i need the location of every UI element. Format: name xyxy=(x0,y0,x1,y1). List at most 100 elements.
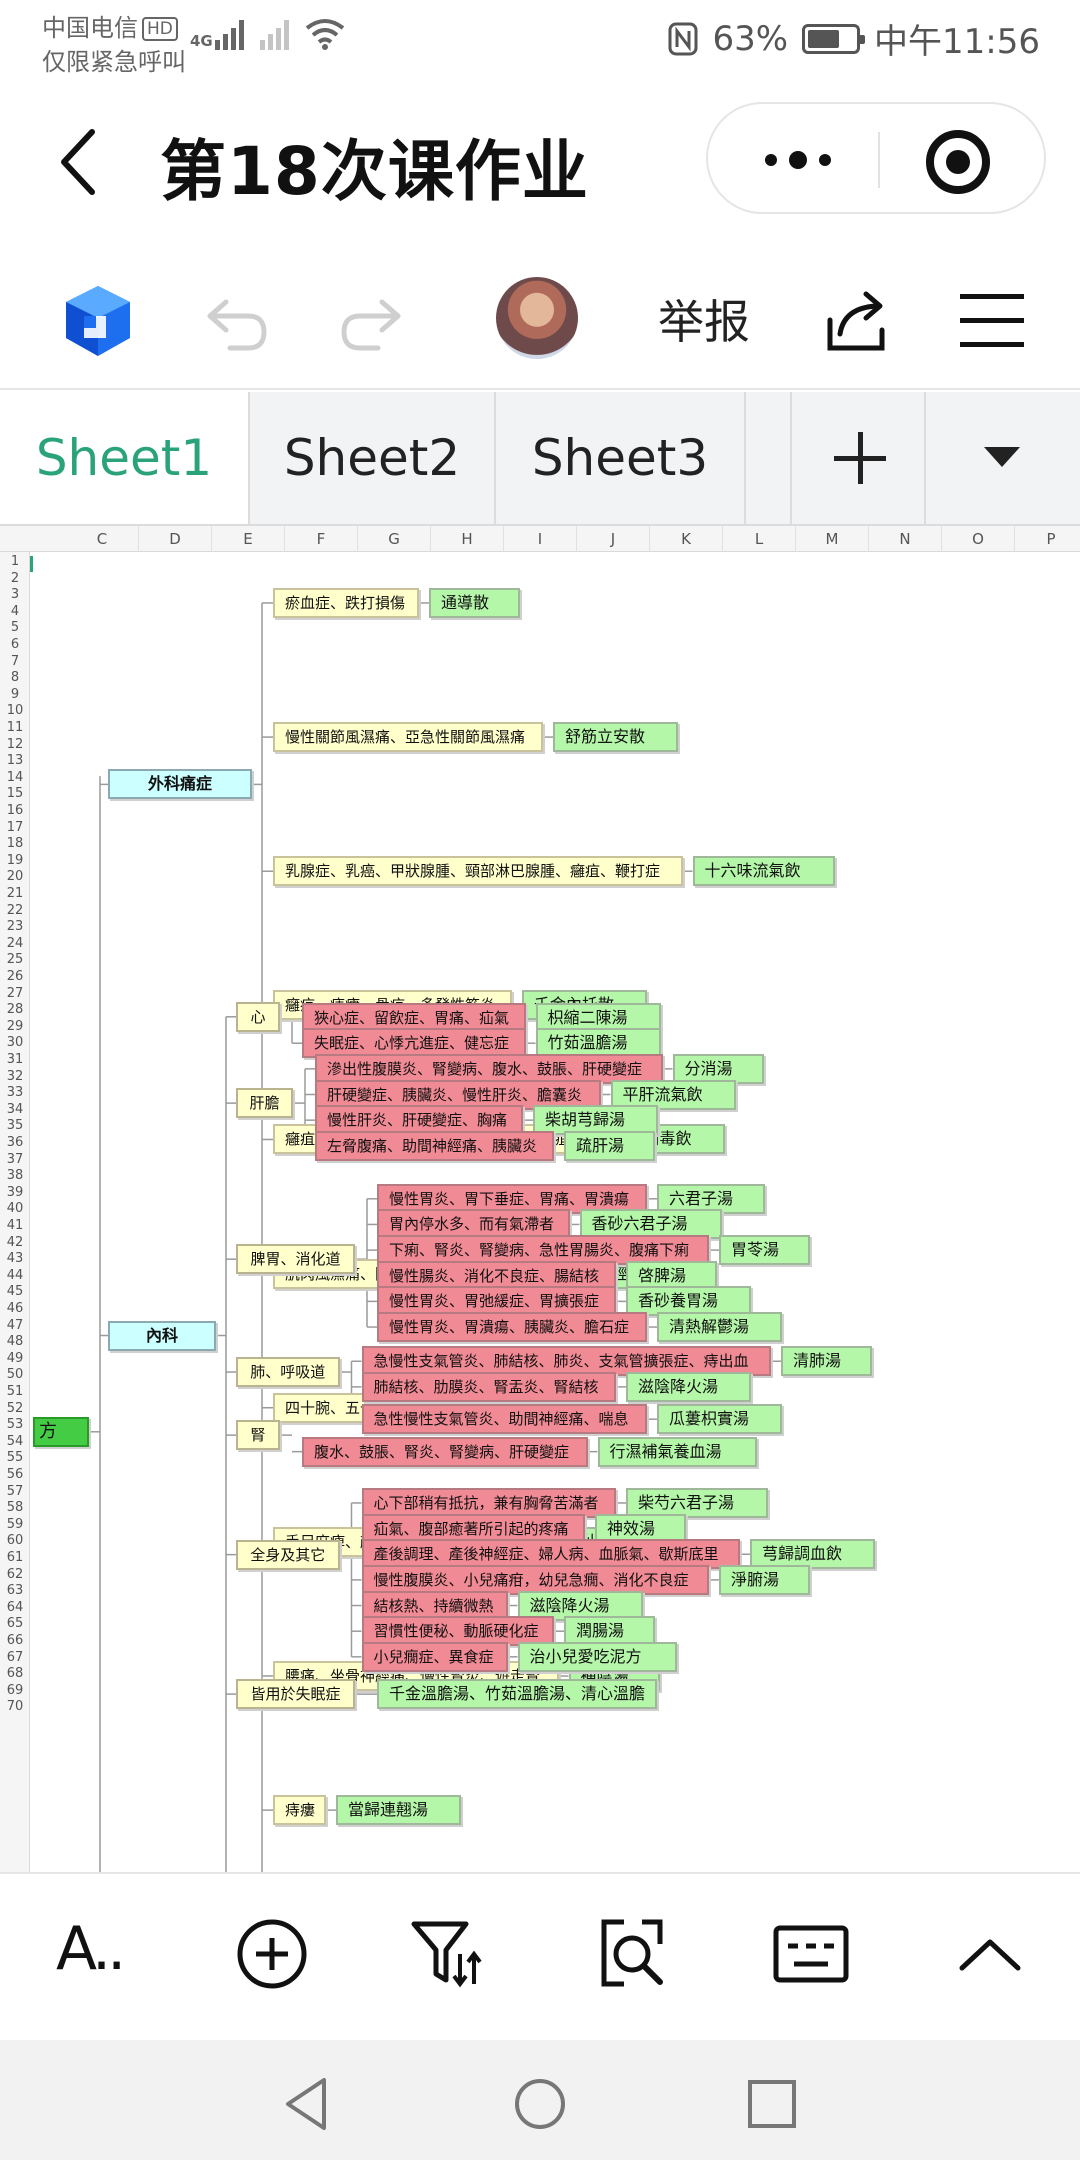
row-header-cell[interactable]: 32 xyxy=(6,1068,24,1084)
nav-home-button[interactable] xyxy=(510,2074,570,2134)
row-header-cell[interactable]: 2 xyxy=(10,570,20,586)
formula-node[interactable]: 千金溫膽湯、竹茹溫膽湯、清心溫膽 xyxy=(377,1679,657,1710)
row-header-cell[interactable]: 60 xyxy=(6,1533,24,1549)
row-header-cell[interactable]: 61 xyxy=(6,1550,24,1565)
organ-node[interactable]: 脾胃、消化道 xyxy=(236,1244,355,1275)
column-header-cell[interactable]: N xyxy=(869,526,942,552)
formula-node[interactable]: 清肺湯 xyxy=(781,1346,872,1377)
formula-node[interactable]: 疏肝湯 xyxy=(564,1130,655,1161)
row-header-cell[interactable]: 7 xyxy=(10,653,20,669)
undo-button[interactable] xyxy=(202,288,272,358)
formula-node[interactable]: 胃苓湯 xyxy=(719,1235,810,1266)
row-header-cell[interactable]: 65 xyxy=(6,1616,24,1632)
organ-node[interactable]: 皆用於失眠症 xyxy=(236,1679,355,1710)
column-header-cell[interactable]: O xyxy=(942,526,1015,552)
tab-sheet1[interactable]: Sheet1 xyxy=(0,392,250,524)
column-header-cell[interactable]: D xyxy=(139,526,212,552)
nav-back-button[interactable] xyxy=(278,2074,338,2134)
symptom-node[interactable]: 左脅腹痛、助間神經痛、胰臟炎 xyxy=(315,1130,554,1161)
row-header-cell[interactable]: 67 xyxy=(6,1649,24,1665)
symptom-node[interactable]: 慢性肝炎、肝硬變症、胸痛 xyxy=(315,1105,523,1136)
row-header-cell[interactable]: 22 xyxy=(6,902,24,918)
symptom-node[interactable]: 下痢、腎炎、腎變病、急性胃腸炎、腹痛下痢 xyxy=(377,1235,709,1266)
column-header-cell[interactable]: M xyxy=(796,526,869,552)
insert-button[interactable] xyxy=(232,1914,312,1994)
column-header-cell[interactable]: L xyxy=(723,526,796,552)
formula-node[interactable]: 滋陰降火湯 xyxy=(626,1371,751,1402)
row-header-cell[interactable]: 46 xyxy=(6,1301,24,1316)
column-header-cell[interactable]: P xyxy=(1015,526,1080,552)
row-header-cell[interactable]: 52 xyxy=(6,1400,24,1416)
add-sheet-button[interactable] xyxy=(790,392,926,524)
formula-node[interactable]: 潤腸湯 xyxy=(564,1616,655,1647)
organ-node[interactable]: 肺、呼吸道 xyxy=(236,1357,340,1388)
formula-node[interactable]: 平肝流氣飲 xyxy=(610,1079,736,1110)
formula-node[interactable]: 當歸連翹湯 xyxy=(336,1795,461,1826)
formula-node[interactable]: 清熱解鬱湯 xyxy=(657,1312,782,1343)
nav-recents-button[interactable] xyxy=(742,2074,802,2134)
row-header-cell[interactable]: 12 xyxy=(6,736,24,752)
row-header-cell[interactable]: 41 xyxy=(6,1218,24,1233)
column-header-cell[interactable]: J xyxy=(577,526,650,552)
organ-node[interactable]: 心 xyxy=(236,1001,280,1032)
row-header-cell[interactable]: 55 xyxy=(6,1450,24,1466)
row-header-cell[interactable]: 14 xyxy=(6,769,24,785)
share-button[interactable] xyxy=(820,282,896,358)
row-header-cell[interactable]: 4 xyxy=(10,603,20,619)
more-options-button[interactable] xyxy=(748,136,848,184)
row-header-cell[interactable]: 31 xyxy=(6,1052,24,1067)
menu-button[interactable] xyxy=(958,288,1026,352)
formula-node[interactable]: 治小兒愛吃泥方 xyxy=(517,1641,677,1672)
row-header-cell[interactable]: 6 xyxy=(10,637,20,652)
row-header-cell[interactable]: 50 xyxy=(6,1367,24,1383)
symptom-node[interactable]: 小兒癇症、異食症 xyxy=(361,1641,508,1672)
row-header-cell[interactable]: 57 xyxy=(6,1483,24,1499)
symptom-node[interactable]: 急性慢性支氣管炎、助間神經痛、喘息 xyxy=(361,1404,647,1435)
find-button[interactable] xyxy=(594,1914,674,1994)
row-header-cell[interactable]: 70 xyxy=(6,1699,24,1715)
column-header-cell[interactable]: K xyxy=(650,526,723,552)
row-header-cell[interactable]: 28 xyxy=(6,1002,24,1018)
row-header-cell[interactable]: 10 xyxy=(6,703,24,719)
keyboard-button[interactable] xyxy=(772,1914,852,1994)
tab-sheet2[interactable]: Sheet2 xyxy=(250,392,496,524)
formula-node[interactable]: 芎歸調血飲 xyxy=(750,1539,875,1570)
back-button[interactable] xyxy=(52,122,112,202)
column-header-cell[interactable]: C xyxy=(66,526,139,552)
row-header-cell[interactable]: 54 xyxy=(6,1433,24,1449)
formula-node[interactable]: 舒筋立安散 xyxy=(553,722,678,753)
formula-node[interactable]: 十六味流氣飲 xyxy=(692,856,835,887)
row-header-cell[interactable]: 58 xyxy=(6,1500,24,1516)
formula-node[interactable]: 枳縮二陳湯 xyxy=(535,1002,661,1033)
row-header-cell[interactable]: 1 xyxy=(10,554,20,569)
row-header-cell[interactable]: 43 xyxy=(6,1251,24,1267)
row-header-cell[interactable]: 16 xyxy=(6,803,24,818)
tab-sheet3[interactable]: Sheet3 xyxy=(496,392,746,524)
row-header-cell[interactable]: 64 xyxy=(6,1599,24,1615)
column-header-cell[interactable]: I xyxy=(504,526,577,552)
organ-node[interactable]: 肝膽 xyxy=(236,1088,293,1119)
row-header-cell[interactable]: 17 xyxy=(6,819,24,835)
row-header-cell[interactable]: 56 xyxy=(6,1467,24,1482)
category-node[interactable]: 外科痛症 xyxy=(108,769,252,800)
redo-button[interactable] xyxy=(336,288,406,358)
row-header-cell[interactable]: 23 xyxy=(6,919,24,935)
row-header-cell[interactable]: 27 xyxy=(6,985,24,1001)
formula-node[interactable]: 柴胡芎歸湯 xyxy=(533,1105,658,1136)
row-header-cell[interactable]: 15 xyxy=(6,786,24,802)
symptom-node[interactable]: 慢性胃炎、胃潰瘍、胰臟炎、膽石症 xyxy=(377,1312,647,1343)
formula-node[interactable]: 通導散 xyxy=(429,587,520,618)
row-header-cell[interactable]: 3 xyxy=(10,587,20,603)
organ-node[interactable]: 腎 xyxy=(236,1420,280,1451)
column-header-cell[interactable]: F xyxy=(285,526,358,552)
row-header-cell[interactable]: 48 xyxy=(6,1334,24,1350)
row-header-cell[interactable]: 29 xyxy=(6,1018,24,1034)
row-header-cell[interactable]: 62 xyxy=(6,1566,24,1582)
row-header-cell[interactable]: 53 xyxy=(6,1417,24,1433)
row-header-cell[interactable]: 42 xyxy=(6,1234,24,1250)
row-header-cell[interactable]: 38 xyxy=(6,1168,24,1184)
formula-node[interactable]: 淨腑湯 xyxy=(719,1564,810,1595)
symptom-node[interactable]: 狹心症、留飲症、胃痛、疝氣 xyxy=(302,1002,526,1033)
row-header-cell[interactable]: 13 xyxy=(6,753,24,769)
